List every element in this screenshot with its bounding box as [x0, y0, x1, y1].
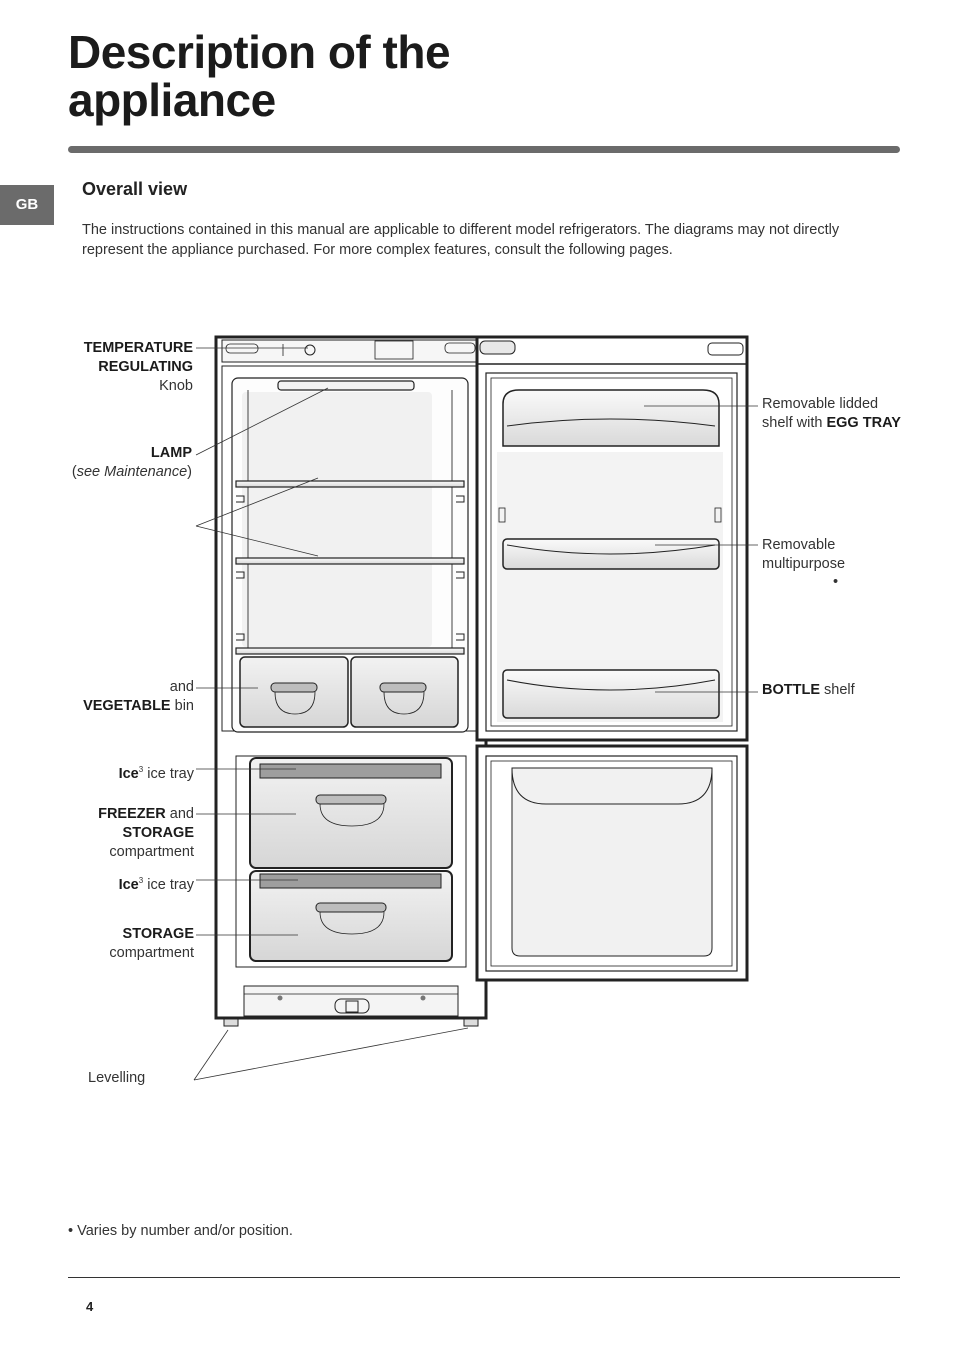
bottle-shelf-label: BOTTLE shelf [762, 681, 855, 700]
ice-label-bold: Ice [118, 876, 139, 893]
bottle-label-rest: shelf [824, 682, 855, 698]
lamp-label: LAMP (see Maintenance) [71, 445, 192, 480]
intro-paragraph: The instructions contained in this manua… [82, 222, 840, 258]
compartment-label: compartment [109, 945, 194, 961]
compartment-label: compartment [109, 844, 194, 860]
storage-label-bold: STORAGE [122, 926, 194, 942]
vegetable-bin-label-and: and [169, 679, 194, 695]
multipurpose-label-line-1: Removable [762, 537, 836, 553]
ice-label-rest: ice tray [147, 765, 194, 782]
temperature-knob-label-line-1: TEMPERATURE [83, 340, 193, 356]
page-title: Description of the appliance [68, 26, 451, 126]
language-tab: GB [0, 185, 54, 225]
lamp-label-note: see Maintenance [76, 464, 188, 480]
lamp-label-title: LAMP [150, 445, 192, 461]
egg-tray-label-line-1: Removable lidded [762, 396, 879, 412]
fridge-door [475, 335, 749, 742]
freezer-door [475, 744, 749, 982]
page-number: 4 [86, 1299, 94, 1314]
storage-label-bold: STORAGE [122, 825, 194, 841]
vegetable-bin-label-rest: bin [174, 698, 194, 714]
multipurpose-shelf-label: Removable multipurpose [762, 536, 845, 574]
egg-tray-label-line-2: shelf with [762, 415, 823, 431]
ice-tray-label-lower: Ice3 ice tray [119, 871, 194, 895]
leader-lines [193, 347, 758, 1081]
egg-tray-shelf-label: Removable lidded shelf with EGG TRAY [762, 395, 901, 433]
temperature-knob-label: TEMPERATURE REGULATING Knob [84, 339, 193, 396]
freezer-label-bold: FREEZER [98, 806, 166, 822]
freezer-label-and: and [169, 806, 194, 822]
cabinet-body [214, 335, 488, 1020]
varies-bullet: • [833, 574, 839, 590]
section-heading: Overall view [82, 179, 188, 199]
footnote-bullet: • [68, 1223, 74, 1239]
egg-tray-label-bold: EGG TRAY [826, 415, 901, 431]
ice-label-rest: ice tray [147, 876, 194, 893]
vegetable-bin-label-bold: VEGETABLE [83, 698, 171, 714]
ice-tray-label-upper: Ice3 ice tray [119, 760, 194, 784]
temperature-knob-label-line-2: REGULATING [98, 359, 193, 375]
ice-label-sup: 3 [138, 765, 144, 774]
multipurpose-label-line-2: multipurpose [762, 556, 846, 572]
temperature-knob-label-line-3: Knob [159, 378, 193, 394]
storage-compartment-label: STORAGE compartment [109, 925, 194, 963]
page-title-line-1: Description of the [68, 26, 451, 78]
freezer-storage-label: FREEZER and STORAGE compartment [98, 805, 194, 862]
vegetable-bin-label: and VEGETABLE bin [83, 678, 194, 716]
levelling-feet [223, 1018, 479, 1027]
bottom-divider [68, 1277, 900, 1278]
ice-label-bold: Ice [118, 765, 139, 782]
title-divider [68, 146, 900, 153]
ice-label-sup: 3 [138, 876, 144, 885]
bottle-label-bold: BOTTLE [762, 682, 820, 698]
footnote: • Varies by number and/or position. [68, 1223, 293, 1239]
footnote-text: Varies by number and/or position. [77, 1223, 293, 1239]
levelling-feet-label: Levelling [88, 1070, 146, 1086]
page-title-line-2: appliance [68, 74, 276, 126]
